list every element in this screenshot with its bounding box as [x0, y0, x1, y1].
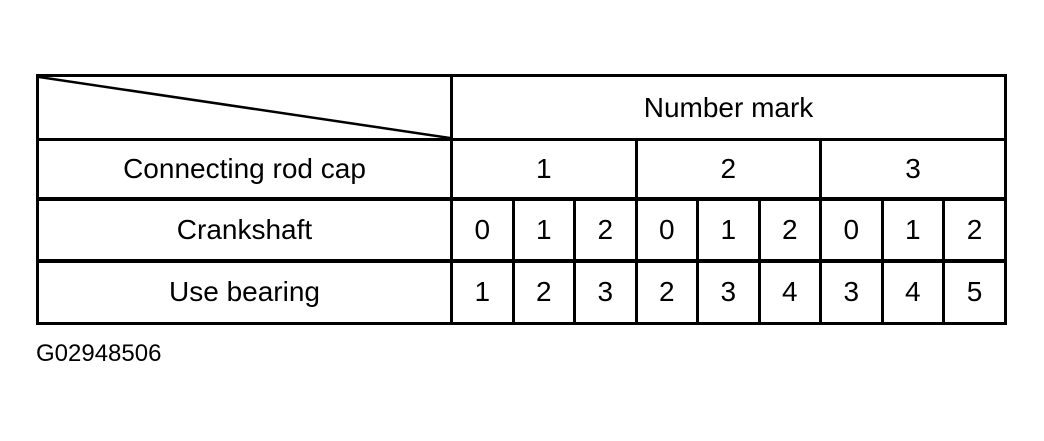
- number-mark-group-cell: 3: [818, 138, 1008, 201]
- crankshaft-mark-cell: 0: [634, 197, 699, 263]
- figure-id-caption: G02948506: [36, 340, 162, 367]
- number-mark-group-cell: 1: [450, 138, 638, 201]
- use-bearing-cell: 3: [696, 259, 761, 325]
- use-bearing-cell: 1: [450, 259, 515, 325]
- bearing-selection-table: Number mark Connecting rod cap 1 2 3 Cra…: [36, 74, 1008, 325]
- crankshaft-mark-cell: 1: [696, 197, 761, 263]
- crankshaft-mark-cell: 0: [450, 197, 515, 263]
- row-label-connecting-rod-cap: Connecting rod cap: [36, 138, 453, 201]
- crankshaft-mark-cell: 1: [511, 197, 576, 263]
- diagonal-corner-cell: [36, 74, 453, 141]
- table-row: Connecting rod cap 1 2 3: [36, 138, 1008, 201]
- table-row: Crankshaft 0 1 2 0 1 2 0 1 2: [36, 197, 1008, 263]
- crankshaft-mark-cell: 2: [757, 197, 822, 263]
- table-row: Use bearing 1 2 3 2 3 4 3 4 5: [36, 259, 1008, 325]
- use-bearing-cell: 5: [941, 259, 1008, 325]
- use-bearing-cell: 3: [573, 259, 638, 325]
- use-bearing-cell: 4: [757, 259, 822, 325]
- diagonal-line-icon: [40, 78, 449, 137]
- use-bearing-cell: 2: [511, 259, 576, 325]
- bearing-selection-table-wrapper: Number mark Connecting rod cap 1 2 3 Cra…: [36, 74, 1008, 325]
- use-bearing-cell: 4: [880, 259, 945, 325]
- crankshaft-mark-cell: 2: [941, 197, 1008, 263]
- number-mark-group-cell: 2: [634, 138, 822, 201]
- row-label-use-bearing: Use bearing: [36, 259, 453, 325]
- row-label-crankshaft: Crankshaft: [36, 197, 453, 263]
- use-bearing-cell: 3: [819, 259, 884, 325]
- use-bearing-cell: 2: [634, 259, 699, 325]
- table-row: Number mark: [36, 74, 1008, 141]
- crankshaft-mark-cell: 0: [819, 197, 884, 263]
- crankshaft-mark-cell: 2: [573, 197, 638, 263]
- number-mark-header: Number mark: [449, 74, 1008, 141]
- crankshaft-mark-cell: 1: [880, 197, 945, 263]
